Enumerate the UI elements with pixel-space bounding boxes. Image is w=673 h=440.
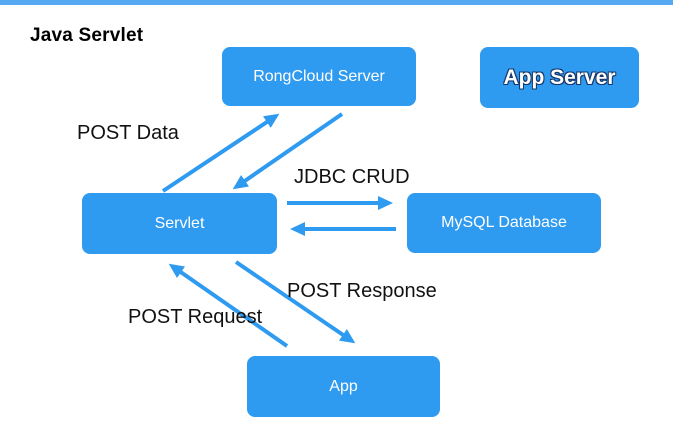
node-servlet: Servlet	[82, 193, 277, 254]
node-app-server: App Server	[480, 47, 639, 108]
page-title: Java Servlet	[30, 25, 144, 46]
node-servlet-label: Servlet	[154, 214, 205, 232]
arrow-servlet-to-rongcloud	[161, 113, 280, 193]
arrow-app-to-servlet	[168, 263, 289, 348]
arrow-servlet-to-app	[234, 260, 356, 344]
node-app-label: App	[329, 377, 358, 395]
edge-label-post-data: POST Data	[77, 122, 179, 144]
edge-label-post-request: POST Request	[128, 306, 263, 328]
edge-label-jdbc-crud: JDBC CRUD	[294, 166, 410, 188]
node-mysql-database-label: MySQL Database	[441, 214, 567, 231]
node-rongcloud-server: RongCloud Server	[222, 47, 416, 106]
node-app-server-label: App Server	[503, 65, 616, 89]
top-accent-bar	[0, 0, 673, 5]
node-mysql-database: MySQL Database	[407, 193, 601, 253]
node-app: App	[247, 356, 440, 417]
edge-label-post-response: POST Response	[287, 280, 437, 302]
node-rongcloud-server-label: RongCloud Server	[253, 67, 385, 85]
arrow-rongcloud-to-servlet	[232, 112, 344, 190]
